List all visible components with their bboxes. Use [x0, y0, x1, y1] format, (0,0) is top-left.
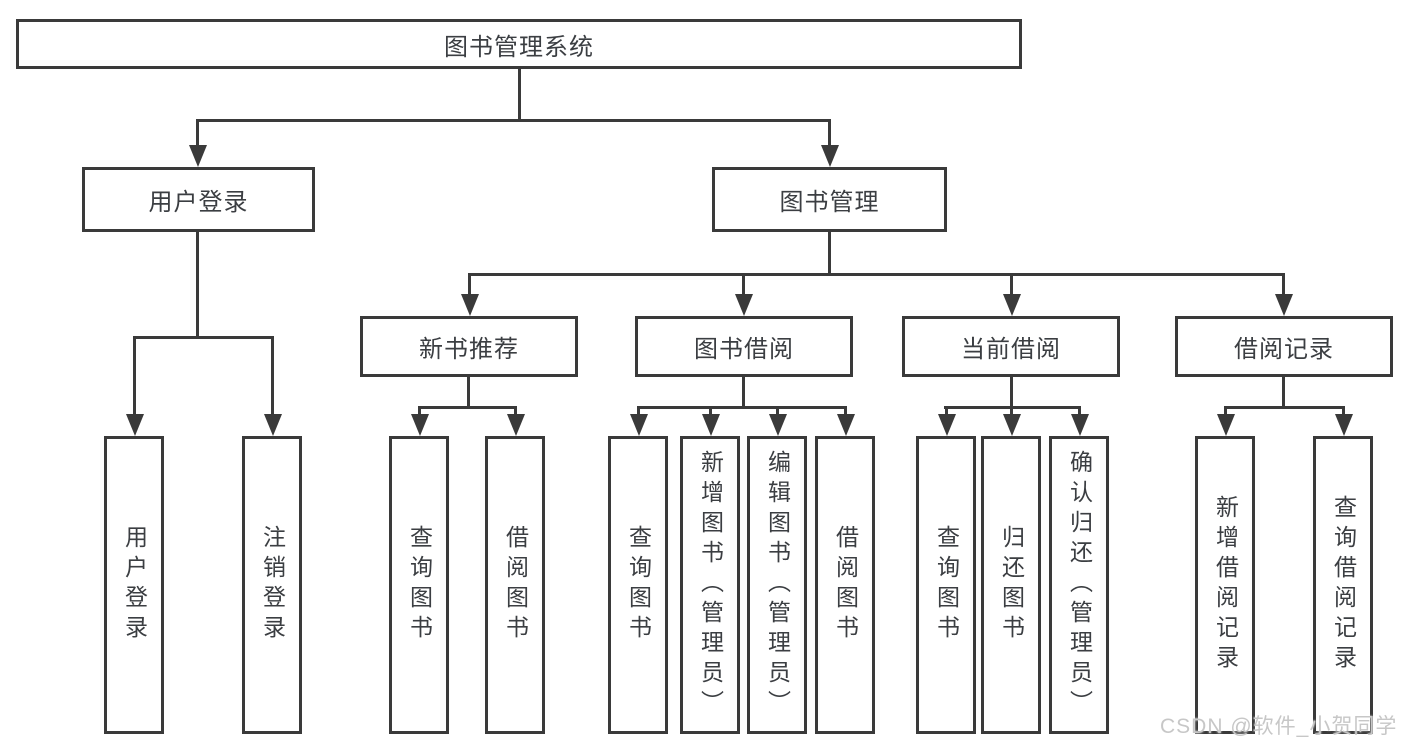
leaf-query-books-borrowing: 查询图书: [608, 436, 668, 734]
arrow-down: [1282, 273, 1285, 294]
connector-root-bar: [197, 119, 830, 122]
arrow-down: [1010, 273, 1013, 294]
leaf-label: 确认归还（管理员）: [1066, 450, 1093, 720]
arrow-down: [1078, 406, 1081, 414]
arrow-down: [418, 406, 421, 414]
connector-new-book-bar: [419, 406, 515, 409]
leaf-edit-book-admin: 编辑图书（管理员）: [747, 436, 807, 734]
leaf-label: 归还图书: [998, 525, 1025, 645]
connector-user-login-stem: [196, 232, 199, 336]
connector-borrowing-records-bar: [1224, 406, 1343, 409]
node-borrowing-records: 借阅记录: [1175, 316, 1393, 377]
arrow-down: [1342, 406, 1345, 414]
leaf-query-borrow-record: 查询借阅记录: [1313, 436, 1373, 734]
leaf-add-borrow-record: 新增借阅记录: [1195, 436, 1255, 734]
node-user-login: 用户登录: [82, 167, 315, 232]
node-current-borrowing: 当前借阅: [902, 316, 1120, 377]
leaf-label: 新增借阅记录: [1212, 495, 1239, 675]
leaf-label: 借阅图书: [502, 525, 529, 645]
leaf-logout: 注销登录: [242, 436, 302, 734]
node-book-management: 图书管理: [712, 167, 947, 232]
arrow-down: [742, 273, 745, 294]
arrow-down: [1010, 406, 1013, 414]
connector-book-borrowing-stem: [742, 377, 745, 406]
connector-book-borrowing-bar: [638, 406, 845, 409]
leaf-user-login: 用户登录: [104, 436, 164, 734]
leaf-return-book: 归还图书: [981, 436, 1041, 734]
leaf-label: 查询图书: [625, 525, 652, 645]
leaf-label: 查询借阅记录: [1330, 495, 1357, 675]
arrow-down: [828, 119, 831, 145]
node-new-book-recommend: 新书推荐: [360, 316, 578, 377]
leaf-query-books-current: 查询图书: [916, 436, 976, 734]
connector-borrowing-records-stem: [1282, 377, 1285, 406]
arrow-down: [1224, 406, 1227, 414]
leaf-add-book-admin: 新增图书（管理员）: [680, 436, 740, 734]
leaf-borrow-books-borrowing: 借阅图书: [815, 436, 875, 734]
leaf-borrow-books-recommend: 借阅图书: [485, 436, 545, 734]
connector-user-login-bar: [134, 336, 272, 339]
node-book-borrowing: 图书借阅: [635, 316, 853, 377]
arrow-down: [468, 273, 471, 294]
node-library-management-system: 图书管理系统: [16, 19, 1022, 69]
leaf-query-books-recommend: 查询图书: [389, 436, 449, 734]
arrow-down: [844, 406, 847, 414]
connector-book-management-stem: [828, 232, 831, 273]
leaf-label: 借阅图书: [832, 525, 859, 645]
csdn-watermark: CSDN @软件_小贺同学: [1160, 715, 1398, 738]
connector-root-stem: [518, 69, 521, 119]
arrow-down: [709, 406, 712, 414]
leaf-label: 新增图书（管理员）: [697, 450, 724, 720]
connector-new-book-stem: [467, 377, 470, 406]
leaf-confirm-return-admin: 确认归还（管理员）: [1049, 436, 1109, 734]
arrow-down: [776, 406, 779, 414]
arrow-down: [196, 119, 199, 145]
leaf-label: 查询图书: [406, 525, 433, 645]
arrow-down: [271, 336, 274, 414]
leaf-label: 查询图书: [933, 525, 960, 645]
leaf-label: 用户登录: [121, 525, 148, 645]
arrow-down: [514, 406, 517, 414]
connector-book-management-bar: [469, 273, 1284, 276]
arrow-down: [945, 406, 948, 414]
leaf-label: 注销登录: [259, 525, 286, 645]
connector-current-borrowing-stem: [1010, 377, 1013, 406]
arrow-down: [637, 406, 640, 414]
leaf-label: 编辑图书（管理员）: [764, 450, 791, 720]
arrow-down: [133, 336, 136, 414]
